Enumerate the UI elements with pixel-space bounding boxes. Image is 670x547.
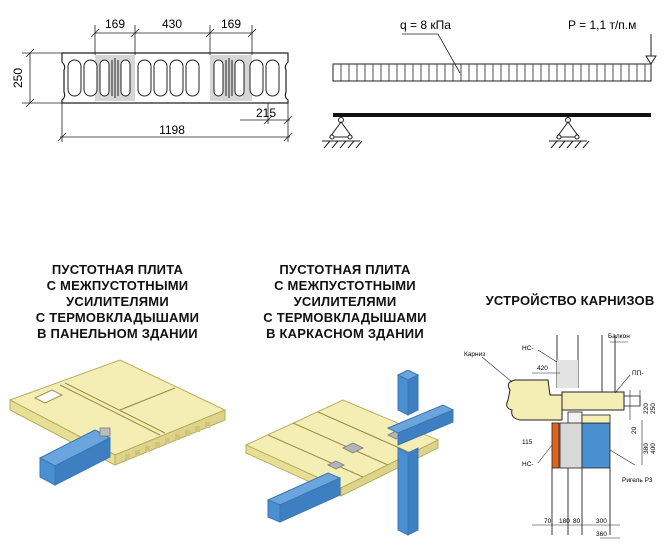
dim-400-label: 400 xyxy=(650,443,657,454)
column-lower-right xyxy=(407,447,419,536)
column-upper-left xyxy=(397,374,409,416)
leader-lines xyxy=(481,341,643,539)
frame-building-title: ПУСТОТНАЯ ПЛИТА С МЕЖПУСТОТНЫМИ УСИЛИТЕЛ… xyxy=(240,262,450,342)
dim-220-label: 220 xyxy=(643,403,650,414)
panel-building-title: ПУСТОТНАЯ ПЛИТА С МЕЖПУСТОТНЫМИ УСИЛИТЕЛ… xyxy=(10,262,225,342)
balcony-label: Балкон xyxy=(608,333,630,340)
wall-outline-lower xyxy=(551,468,611,535)
slab-opening xyxy=(33,389,64,404)
cornice-title: УСТРОЙСТВО КАРНИЗОВ xyxy=(485,293,655,308)
connector-plate xyxy=(99,427,111,437)
beam-cap xyxy=(581,414,611,424)
frame-building-illustration xyxy=(244,370,455,536)
distributed-load-ticks xyxy=(340,64,646,81)
dim-250-label: 250 xyxy=(650,403,657,414)
column-upper-right xyxy=(407,374,419,416)
panel-title-line-5: В ПАНЕЛЬНОМ ЗДАНИИ xyxy=(37,326,198,341)
beam-line xyxy=(333,113,651,117)
cornice-detail-drawing: Балкон Карниз НС- ПП- 420 220 250 20 115… xyxy=(464,333,657,539)
dim-420-label: 420 xyxy=(537,365,548,372)
height-dimension-line xyxy=(22,48,62,108)
top-dimension-line xyxy=(90,25,257,55)
support-right xyxy=(549,117,590,149)
q-leader-line xyxy=(402,33,461,74)
frame-title-line-4: С ТЕРМОВКЛАДЫШАМИ xyxy=(263,310,427,325)
slab-side-edge xyxy=(114,409,226,466)
dim-edge-label: 215 xyxy=(256,106,276,120)
cornice-profile xyxy=(506,379,563,421)
dim-380-label: 380 xyxy=(643,443,650,454)
slab-joints xyxy=(267,411,414,478)
dim-180-label: 180 xyxy=(559,518,570,525)
ns-bottom-label: НС- xyxy=(522,461,534,468)
frame-title-line-5: В КАРКАСНОМ ЗДАНИИ xyxy=(266,326,424,341)
dim-left-label: 169 xyxy=(105,17,125,31)
slab-joints xyxy=(59,382,176,436)
brick-layer xyxy=(551,422,560,469)
dim-height-label: 250 xyxy=(11,68,25,88)
ns-top-label: НС- xyxy=(522,345,534,352)
dim-20-label: 20 xyxy=(631,426,638,434)
riegel-beam xyxy=(581,422,611,469)
dim-360-label: 360 xyxy=(596,531,607,538)
load-diagram: q = 8 кПа P = 1,1 т/п.м xyxy=(322,18,657,149)
frame-title-line-1: ПУСТОТНАЯ ПЛИТА xyxy=(279,262,411,277)
point-load-arrow xyxy=(645,34,657,65)
dim-70-label: 70 xyxy=(544,518,552,525)
panel-title-line-3: УСИЛИТЕЛЯМИ xyxy=(66,294,169,309)
panel-title-line-1: ПУСТОТНАЯ ПЛИТА xyxy=(51,262,184,277)
riegel-label: Ригель Р3 xyxy=(622,477,653,484)
upper-insulation xyxy=(557,360,578,388)
column-lower-left xyxy=(397,447,409,536)
crossbar-side xyxy=(397,409,454,446)
beam-side xyxy=(54,437,111,486)
lower-beam-side xyxy=(279,477,341,523)
dim-width-label: 1198 xyxy=(159,123,185,137)
support-left xyxy=(322,117,363,149)
insulation-layer xyxy=(559,422,583,469)
cornice-label: Карниз xyxy=(464,351,485,358)
panel-title-line-4: С ТЕРМОВКЛАДЫШАМИ xyxy=(35,310,200,325)
reinforcement-ribs xyxy=(111,58,233,98)
dim-115-label: 115 xyxy=(522,439,533,446)
p-load-label: P = 1,1 т/п.м xyxy=(568,18,636,32)
slab-end xyxy=(623,395,641,407)
slab-section-drawing: 169 430 169 250 1198 215 xyxy=(11,17,293,142)
floor-slab xyxy=(561,391,625,411)
slab-void-marks xyxy=(125,422,210,460)
slab-top-surface xyxy=(8,359,227,456)
dim-mid-label: 430 xyxy=(162,17,182,31)
dim-300-label: 300 xyxy=(596,518,607,525)
frame-title-line-3: УСИЛИТЕЛЯМИ xyxy=(293,294,397,309)
dim-right-label: 169 xyxy=(221,17,241,31)
dim-80-label: 80 xyxy=(573,518,581,525)
q-load-label: q = 8 кПа xyxy=(400,18,451,32)
panel-title-line-2: С МЕЖПУСТОТНЫМИ xyxy=(46,278,189,293)
slab-voids xyxy=(67,59,280,97)
frame-title-line-2: С МЕЖПУСТОТНЫМИ xyxy=(274,278,416,293)
distributed-load-block xyxy=(332,63,652,82)
panel-building-illustration xyxy=(8,359,227,486)
width-dimension-line xyxy=(57,103,293,142)
pp-label: ПП- xyxy=(632,370,644,377)
